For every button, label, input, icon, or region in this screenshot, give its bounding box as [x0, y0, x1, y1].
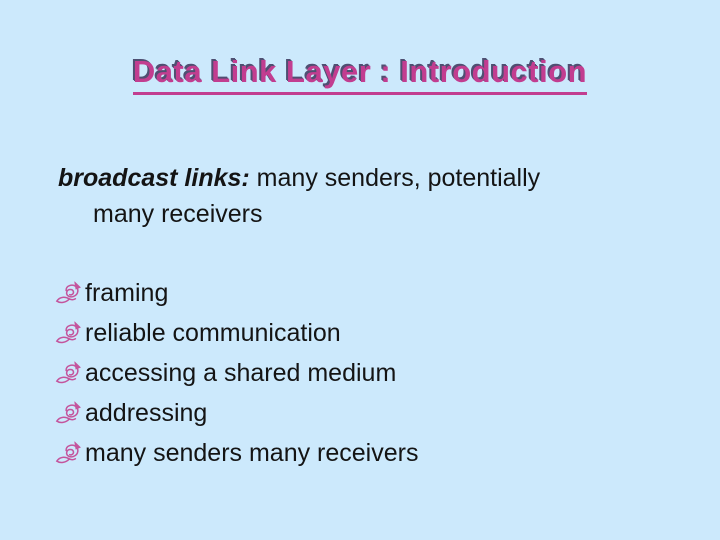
bullet-text: framing	[85, 278, 169, 307]
list-item: addressing	[55, 393, 675, 433]
intro-lead: broadcast links:	[58, 164, 250, 192]
list-item: reliable communication	[55, 313, 675, 353]
rose-icon	[55, 320, 81, 343]
bullet-text: addressing	[85, 398, 208, 427]
rose-icon	[55, 360, 81, 383]
bullet-text: accessing a shared medium	[85, 358, 397, 387]
slide-title: Data Link Layer : Introduction	[0, 54, 720, 95]
intro-rest: many senders, potentially	[249, 164, 541, 192]
intro-line2: many receivers	[93, 200, 263, 228]
rose-icon	[55, 280, 81, 303]
bullet-text: reliable communication	[85, 318, 341, 347]
bullet-list: framing reliable communication accessing…	[55, 273, 675, 473]
list-item: many senders many receivers	[55, 433, 675, 473]
bullet-text: many senders many receivers	[85, 438, 419, 467]
intro-paragraph: broadcast links: many senders, potential…	[58, 160, 658, 232]
list-item: framing	[55, 273, 675, 313]
rose-icon	[55, 400, 81, 423]
rose-icon	[55, 440, 81, 463]
list-item: accessing a shared medium	[55, 353, 675, 393]
slide-title-text: Data Link Layer : Introduction	[132, 54, 588, 95]
